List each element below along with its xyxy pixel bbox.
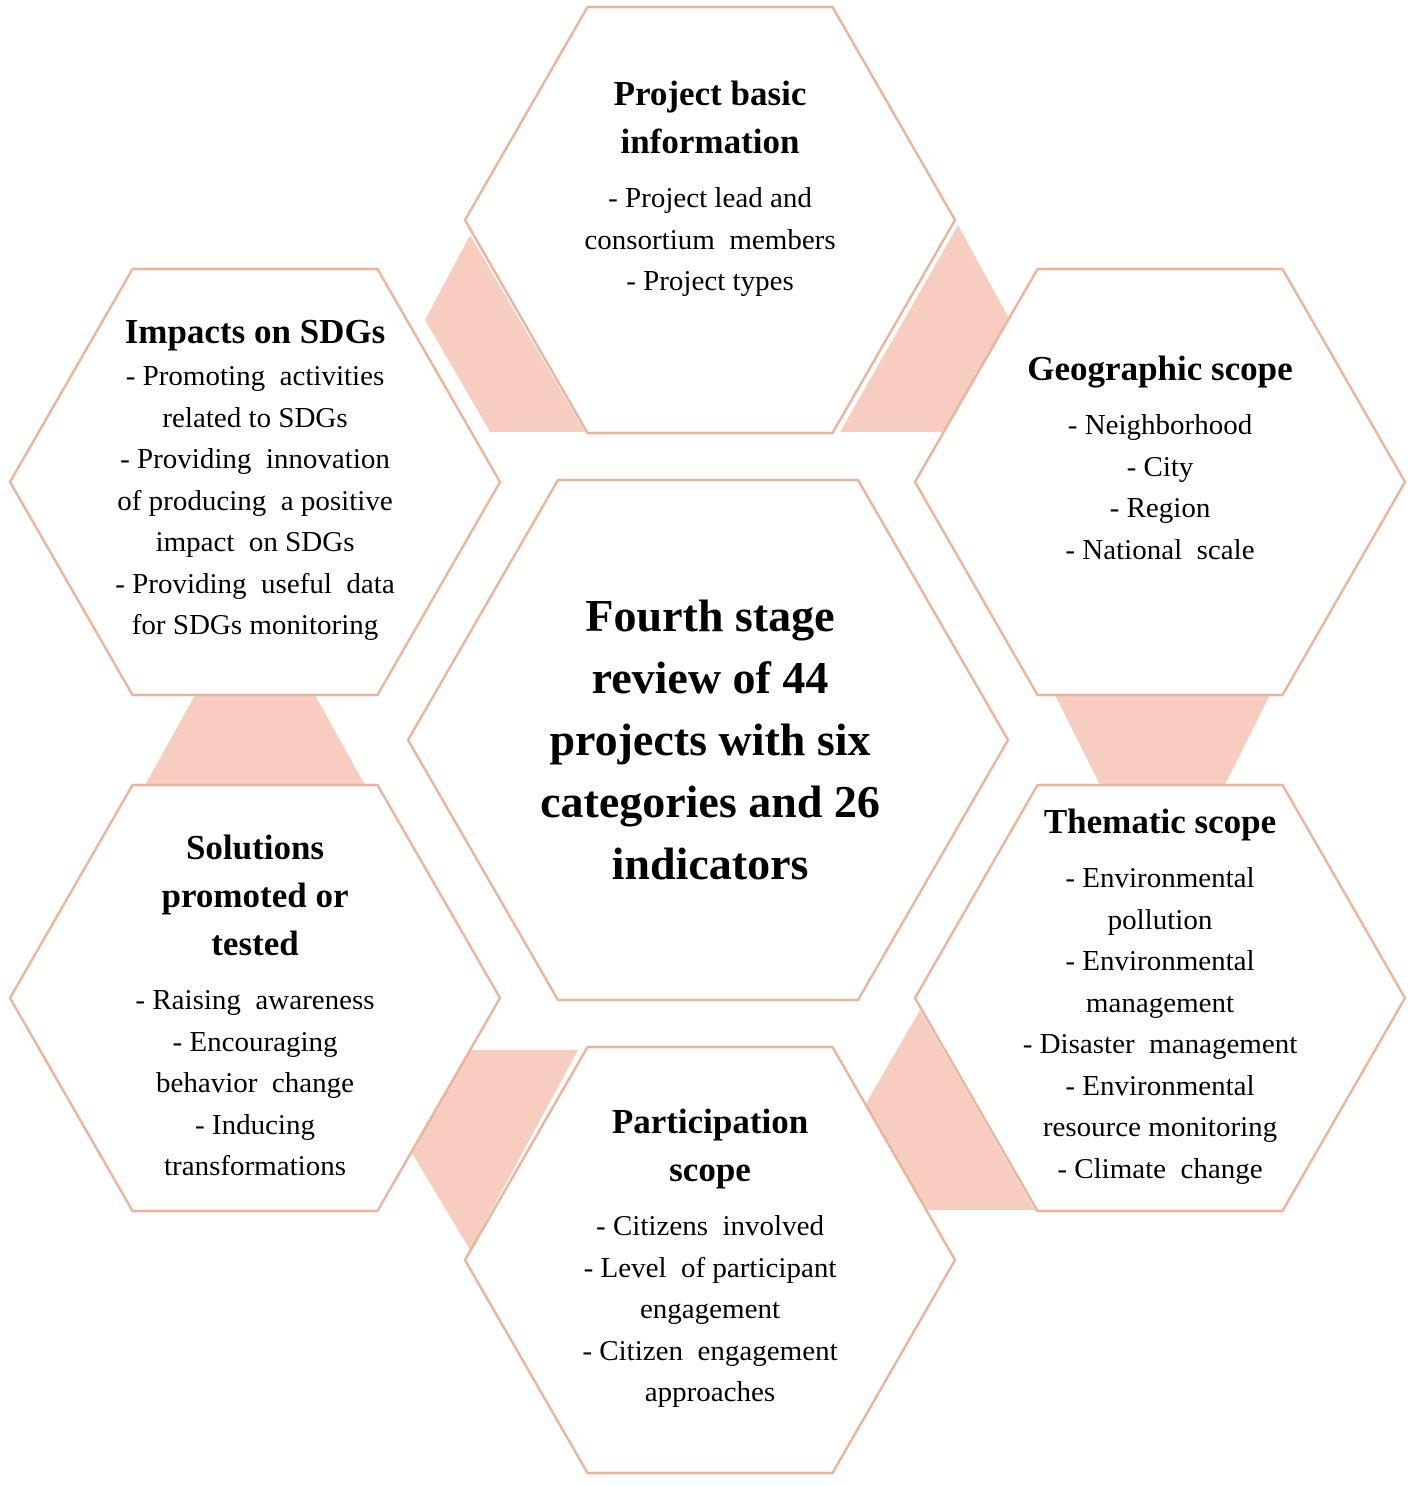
geographic-scope-item: - City [1126,450,1194,483]
hexagon-upper-left [8,267,502,697]
project-basic-information-item: - Project types [626,265,794,297]
participation-scope-title-line-1: Participation [611,1102,809,1141]
thematic-scope-item: - Environmental [1065,862,1255,894]
center-title-line-3: projects with six [549,714,871,765]
connector-bottom-left [410,1050,578,1250]
impacts-on-sdgs-title: Impacts on SDGs [124,312,386,351]
connector-top-left [425,235,585,432]
solutions-promoted-title-line-3: tested [211,924,299,963]
center-title-line-5: indicators [611,838,809,889]
connector-right [1055,695,1270,785]
participation-scope-item: - Level of participant [583,1251,837,1284]
project-basic-information-title-line-2: information [620,122,800,161]
geographic-scope-item: - Region [1109,492,1211,524]
solutions-promoted-title-line-2: promoted or [161,876,349,915]
solutions-promoted-item: transformations [163,1150,346,1182]
thematic-scope-item: - Environmental [1065,945,1255,977]
geographic-scope-item: - National scale [1065,533,1255,566]
thematic-scope-item: - Environmental [1065,1069,1255,1102]
participation-scope-title-line-2: scope [669,1150,751,1189]
project-basic-information-item: consortium members [584,223,836,256]
impacts-on-sdgs-hexagon: Impacts on SDGs - Promoting activities r… [50,308,460,668]
impacts-on-sdgs-item: - Providing useful data [115,567,395,600]
hexagon-lower-right [913,783,1407,1213]
impacts-on-sdgs-item: impact on SDGs [155,526,355,558]
geographic-scope-hexagon: Geographic scope - Neighborhood - City -… [960,345,1360,585]
thematic-scope-item: - Disaster management [1022,1028,1298,1060]
center-hexagon-text: Fourth stage review of 44 projects with … [440,560,980,920]
project-basic-information-title-line-1: Project basic [613,74,807,113]
hexagon-top [463,5,957,435]
connector-bottom-right [865,1010,1035,1210]
hexagon-lower-left [8,783,502,1213]
impacts-on-sdgs-item: for SDGs monitoring [131,609,379,641]
geographic-scope-item: - Neighborhood [1067,409,1253,441]
center-title-line-2: review of 44 [591,652,829,703]
geographic-scope-title: Geographic scope [1027,349,1293,388]
participation-scope-hexagon: Participation scope - Citizens involved … [500,1098,920,1428]
connector-group [145,225,1270,1250]
connector-left [145,695,365,785]
solutions-promoted-item: - Raising awareness [135,984,375,1016]
solutions-promoted-hexagon: Solutions promoted or tested - Raising a… [55,824,455,1204]
participation-scope-item: - Citizens involved [596,1210,824,1242]
thematic-scope-item: resource monitoring [1042,1111,1278,1143]
solutions-promoted-item: - Inducing [195,1108,315,1141]
impacts-on-sdgs-item: related to SDGs [162,401,348,434]
thematic-scope-item: management [1085,986,1235,1019]
solutions-promoted-title-line-1: Solutions [185,828,325,867]
impacts-on-sdgs-item: - Promoting activities [125,360,385,392]
solutions-promoted-item: - Encouraging [172,1025,338,1058]
hexagon-bottom [463,1045,957,1475]
thematic-scope-title: Thematic scope [1043,802,1277,841]
project-basic-information-hexagon: Project basic information - Project lead… [500,70,920,330]
center-title-line-4: categories and 26 [540,776,880,827]
center-title-line-1: Fourth stage [585,590,835,641]
participation-scope-item: engagement [639,1293,781,1325]
project-basic-information-item: - Project lead and [608,182,812,214]
impacts-on-sdgs-item: - Providing innovation [120,443,390,475]
hexagon-upper-right [913,267,1407,697]
solutions-promoted-item: behavior change [155,1067,355,1099]
participation-scope-item: - Citizen engagement [582,1334,838,1367]
thematic-scope-item: pollution [1107,903,1213,936]
hexagon-group [8,5,1407,1475]
connector-top-right [840,225,1010,432]
hexagon-center [406,478,1010,1002]
thematic-scope-hexagon: Thematic scope - Environmental pollution… [960,798,1360,1208]
participation-scope-item: approaches [644,1376,776,1408]
impacts-on-sdgs-item: of producing a positive [117,484,393,517]
thematic-scope-item: - Climate change [1057,1152,1263,1185]
